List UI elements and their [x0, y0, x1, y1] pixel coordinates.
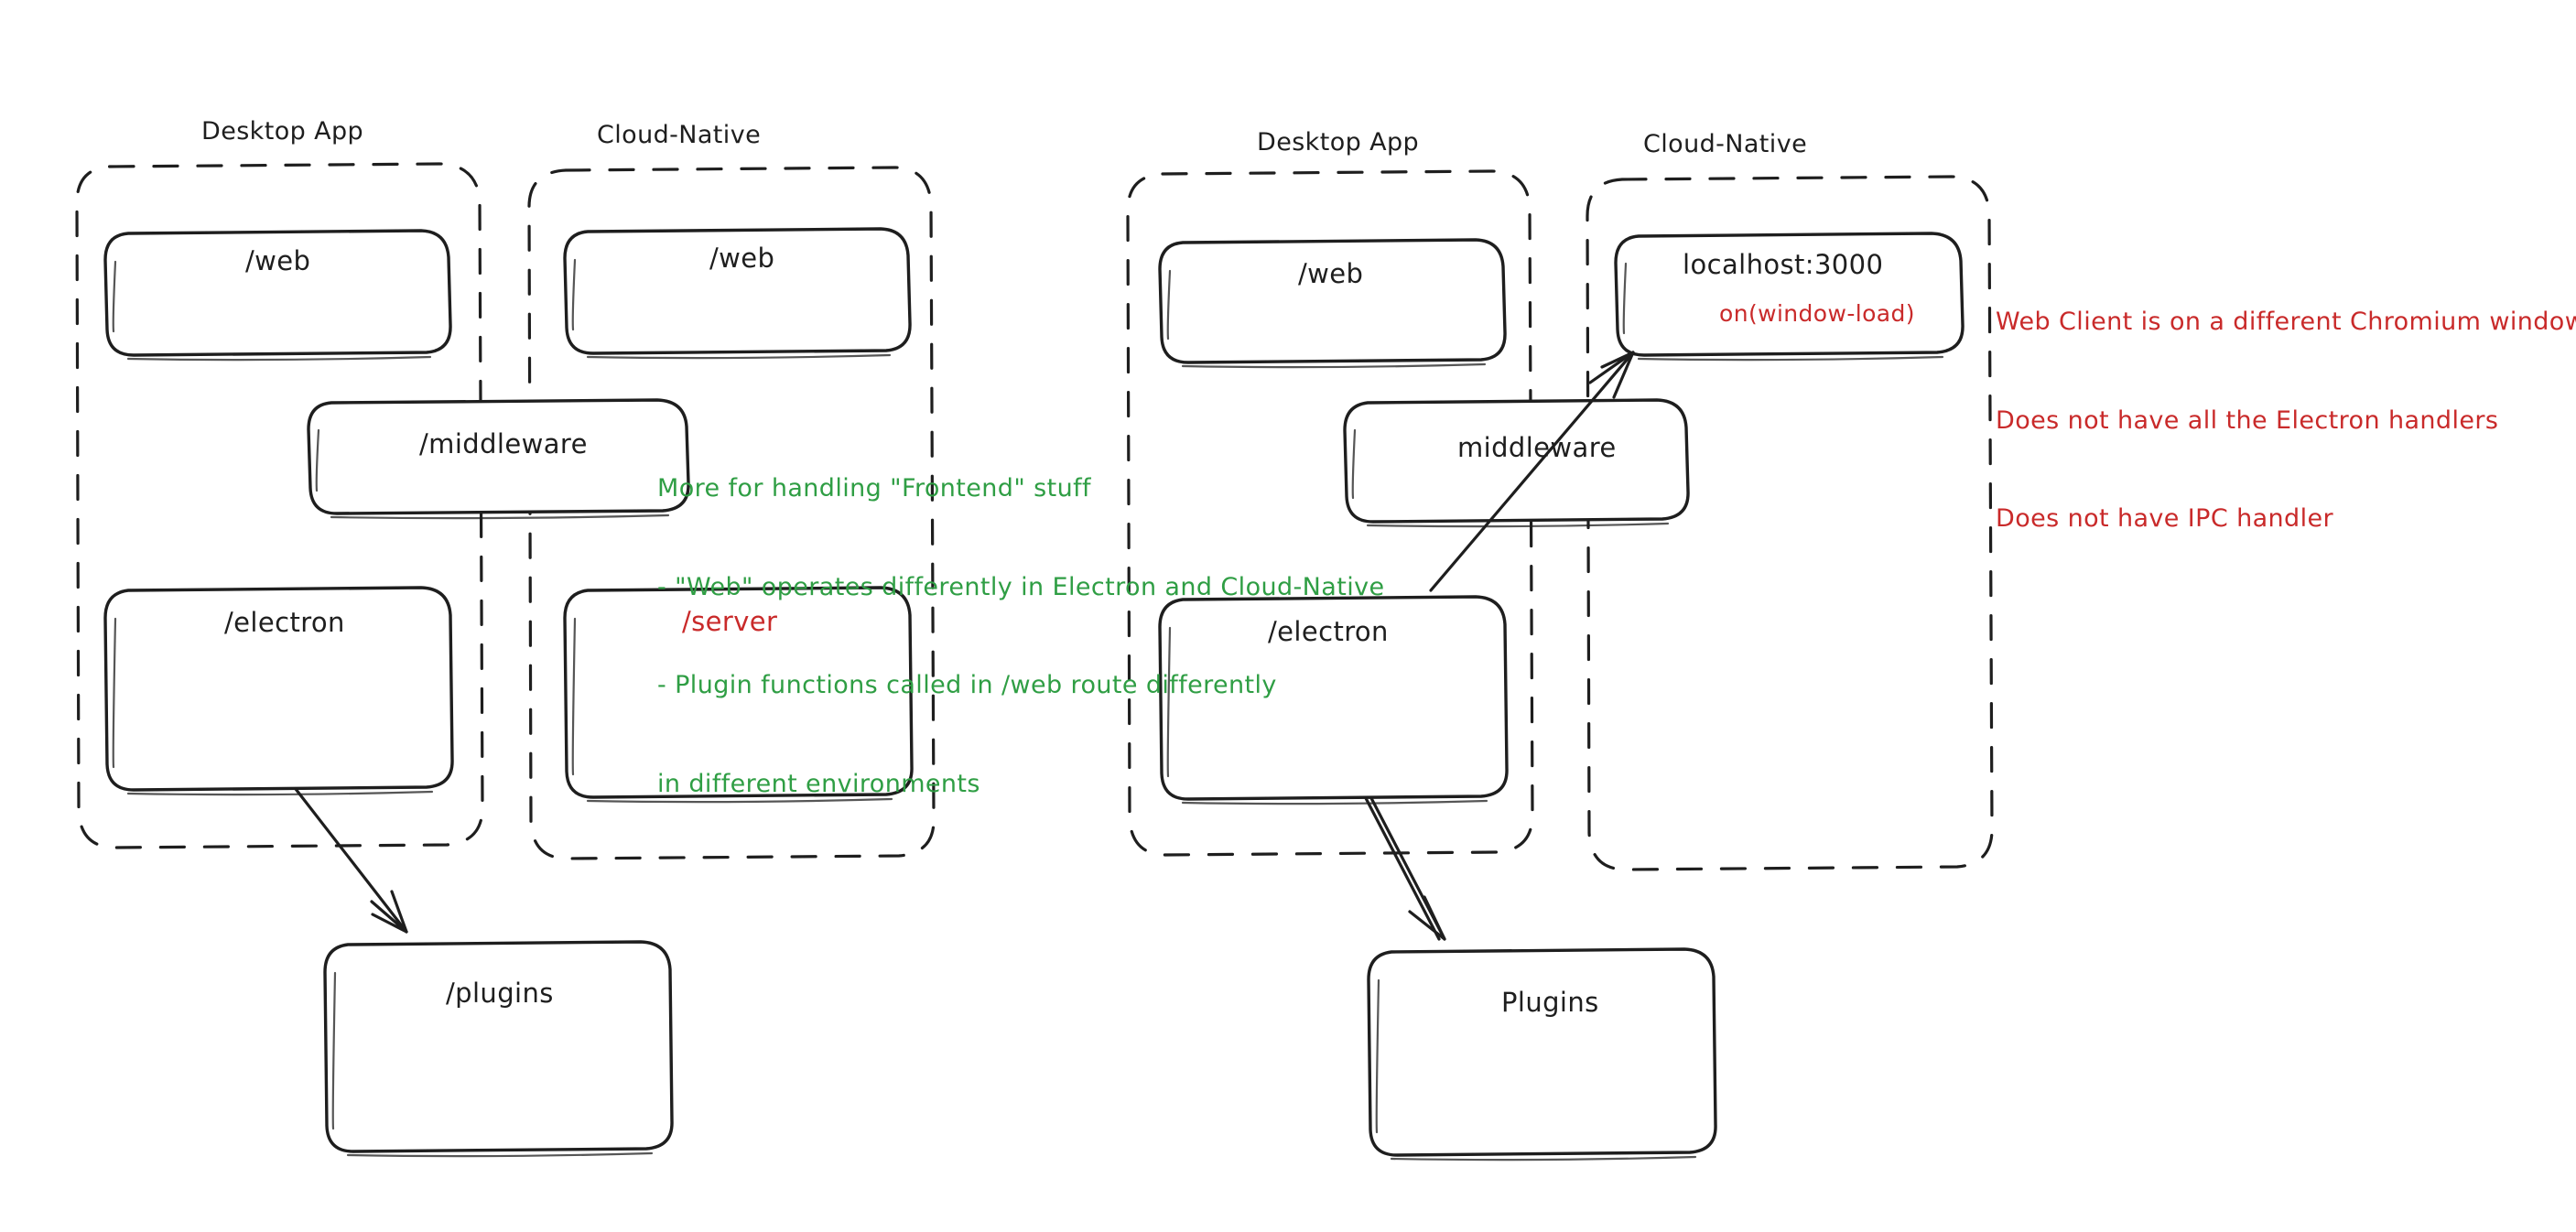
right-box-sublabel-on-window-load: on(window-load) — [1719, 300, 1915, 327]
right-arrow-electron-to-localhost — [1429, 351, 1635, 592]
right-box-label-localhost: localhost:3000 — [1683, 249, 1884, 280]
left-box-label-electron: /electron — [224, 607, 345, 638]
right-box-plugins-outline — [1367, 947, 1717, 1162]
left-box-middleware-outline — [307, 398, 690, 520]
left-note-frontend: More for handling "Frontend" stuff - "We… — [657, 406, 1385, 867]
right-box-electron-outline — [1158, 595, 1509, 805]
left-note-line-2: - "Web" operates differently in Electron… — [657, 572, 1385, 601]
left-box-electron-outline — [103, 586, 454, 796]
left-group-cloud-native-outline — [527, 166, 936, 860]
right-box-label-electron: /electron — [1268, 616, 1389, 647]
right-group-cloud-native-outline — [1586, 175, 1994, 871]
right-box-label-web: /web — [1298, 258, 1364, 289]
left-group-desktop-app-outline — [75, 162, 484, 849]
left-note-line-3: - Plugin functions called in /web route … — [657, 671, 1277, 700]
left-arrow-electron-to-plugins — [294, 787, 408, 934]
right-group-title-cloud-native: Cloud-Native — [1643, 130, 1808, 158]
right-arrow-electron-to-plugins — [1364, 796, 1446, 941]
right-box-label-middleware: middleware — [1457, 432, 1617, 463]
right-note-line-3: Does not have IPC handler — [1996, 504, 2334, 534]
right-box-localhost-outline — [1614, 232, 1964, 362]
right-group-title-desktop-app: Desktop App — [1257, 128, 1420, 157]
right-box-label-plugins: Plugins — [1501, 987, 1599, 1018]
left-box-web-cloud-outline — [563, 227, 912, 360]
right-box-middleware-outline — [1343, 398, 1690, 528]
left-box-server-outline — [563, 586, 914, 804]
right-box-web-outline — [1158, 238, 1507, 369]
left-box-label-plugins: /plugins — [446, 978, 554, 1009]
right-note-line-2: Does not have all the Electron handlers — [1996, 405, 2499, 435]
left-box-web-desktop-outline — [103, 229, 452, 362]
left-box-plugins-outline — [323, 940, 674, 1158]
right-group-desktop-app-outline — [1126, 169, 1534, 857]
right-note-line-1: Web Client is on a different Chromium wi… — [1996, 307, 2576, 336]
left-box-label-web-cloud: /web — [709, 243, 775, 274]
left-group-title-desktop-app: Desktop App — [201, 117, 364, 146]
left-box-label-middleware: /middleware — [419, 428, 588, 459]
left-note-line-4: in different environments — [657, 769, 980, 798]
left-box-label-web-desktop: /web — [245, 245, 311, 276]
right-note-web-client: Web Client is on a different Chromium wi… — [1996, 240, 2576, 601]
left-group-title-cloud-native: Cloud-Native — [597, 121, 762, 149]
left-note-line-1: More for handling "Frontend" stuff — [657, 473, 1091, 503]
left-box-label-server: /server — [682, 606, 778, 637]
